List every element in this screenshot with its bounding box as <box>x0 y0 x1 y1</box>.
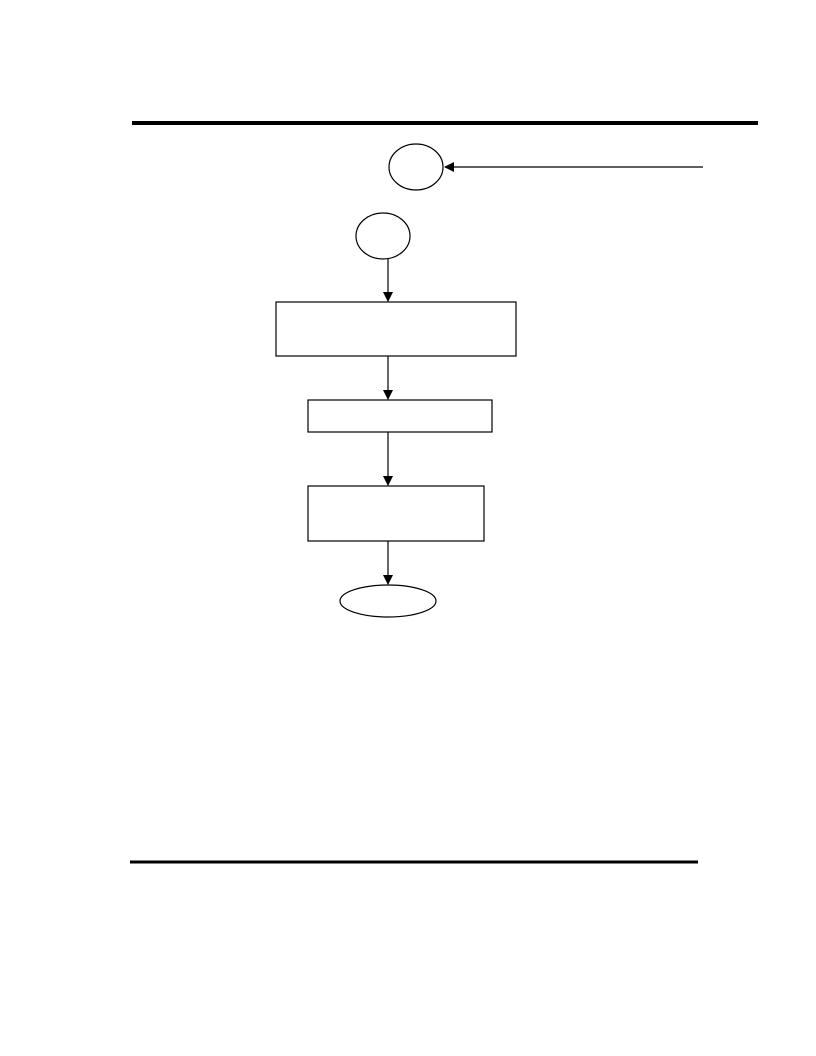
entry-connector <box>388 143 444 191</box>
terminator <box>339 584 437 618</box>
process-box-1 <box>275 301 517 357</box>
process-box-3 <box>307 485 485 542</box>
process-box-2 <box>307 399 493 433</box>
start-connector <box>355 212 411 260</box>
